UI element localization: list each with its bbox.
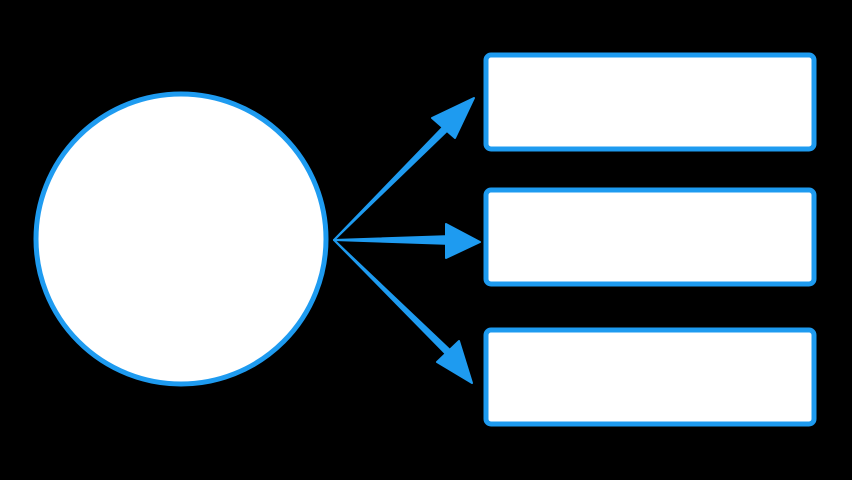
arrow-to-box-2-head: [445, 223, 481, 259]
target-box-2-shape: [483, 187, 817, 287]
target-box-1-shape: [483, 52, 817, 152]
arrow-to-box-1: [333, 97, 475, 241]
target-box-3: [483, 327, 817, 427]
arrow-to-box-2: [333, 223, 481, 259]
target-box-1: [483, 52, 817, 152]
arrow-to-box-1-head: [431, 97, 475, 139]
target-box-2: [483, 187, 817, 287]
arrow-to-box-3-head: [436, 340, 473, 384]
arrow-to-box-3: [333, 239, 473, 384]
source-circle: [33, 91, 329, 387]
target-box-3-shape: [483, 327, 817, 427]
